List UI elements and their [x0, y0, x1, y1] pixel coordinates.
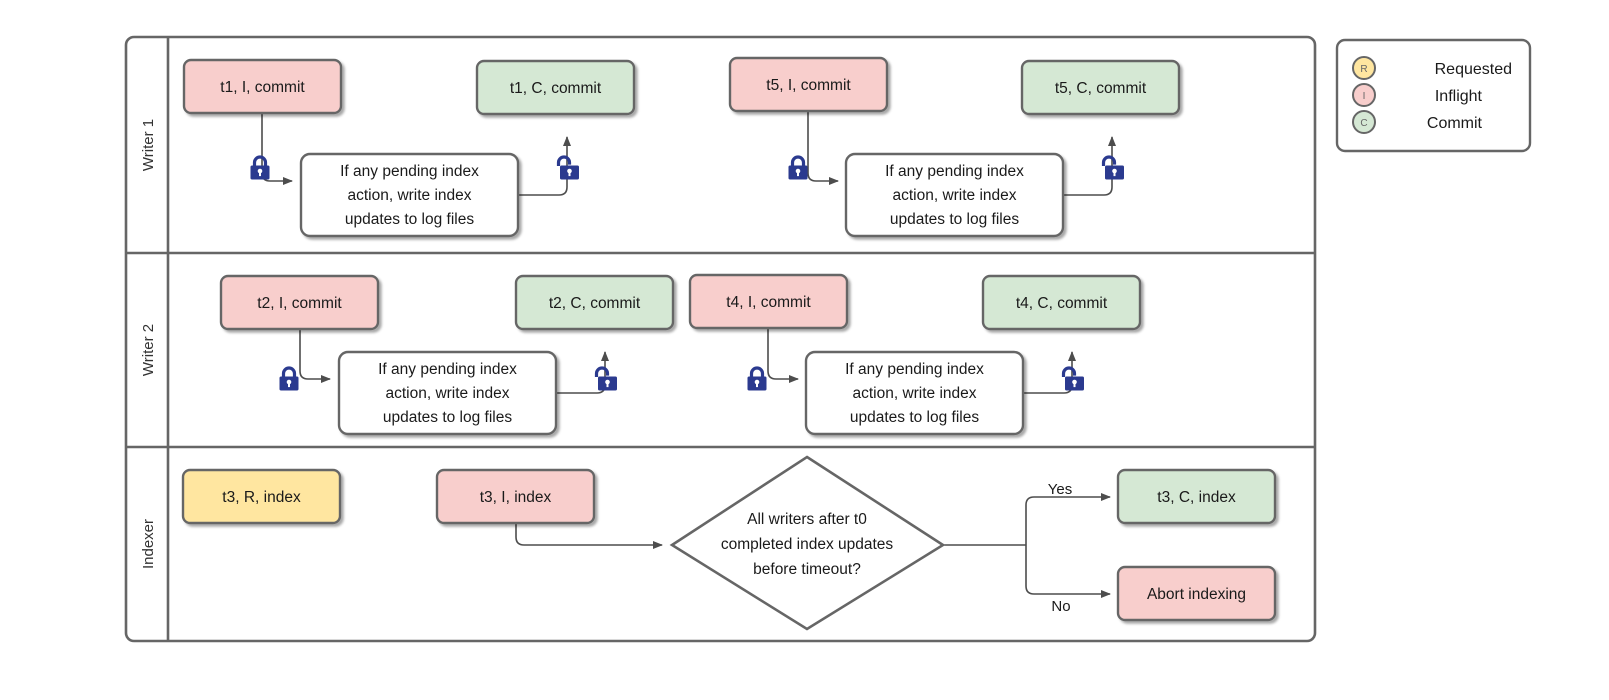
lane-label-indexer: Indexer: [140, 519, 157, 569]
node-label: Abort indexing: [1147, 586, 1246, 603]
process-line-1: If any pending index: [845, 361, 984, 378]
node-w1-t5-inflight[interactable]: t5, I, commit: [728, 56, 889, 113]
node-w1-t5-commit[interactable]: t5, C, commit: [1020, 59, 1181, 116]
node-w1-t1-commit[interactable]: t1, C, commit: [475, 59, 636, 116]
legend-badge-letter: C: [1360, 118, 1367, 129]
lane-label-writer-1: Writer 1: [140, 119, 157, 171]
node-label: t4, I, commit: [726, 294, 811, 311]
node-label: t4, C, commit: [1016, 295, 1108, 312]
node-label: t5, C, commit: [1055, 80, 1147, 97]
writer1-edges-right: [807, 110, 1116, 196]
legend-badge-letter: R: [1360, 64, 1367, 75]
node-label: t5, I, commit: [766, 77, 851, 94]
edge-label-no: No: [1051, 598, 1070, 615]
process-line-2: action, write index: [852, 385, 976, 402]
process-line-1: If any pending index: [378, 361, 517, 378]
legend-item-inflight: I Inflight: [1352, 83, 1483, 107]
process-line-2: action, write index: [347, 187, 471, 204]
node-w1-process-2[interactable]: If any pending index action, write index…: [844, 152, 1065, 238]
legend-item-commit: C Commit: [1352, 110, 1483, 134]
decision-line-3: before timeout?: [753, 561, 861, 578]
node-label: t2, I, commit: [257, 295, 342, 312]
process-line-2: action, write index: [385, 385, 509, 402]
process-line-3: updates to log files: [345, 211, 475, 228]
process-line-1: If any pending index: [340, 163, 479, 180]
process-line-3: updates to log files: [890, 211, 1020, 228]
node-label: t2, C, commit: [549, 295, 641, 312]
legend-label-requested: Requested: [1435, 61, 1512, 78]
node-label: t3, R, index: [222, 489, 301, 506]
node-label: t1, I, commit: [220, 79, 305, 96]
writer2-edges: [299, 327, 1076, 394]
node-w1-process-1[interactable]: If any pending index action, write index…: [299, 152, 520, 238]
node-w2-t4-inflight[interactable]: t4, I, commit: [688, 273, 849, 330]
process-line-1: If any pending index: [885, 163, 1024, 180]
process-line-2: action, write index: [892, 187, 1016, 204]
node-w2-process-1[interactable]: If any pending index action, write index…: [337, 350, 558, 436]
indexer-edges: Yes No: [515, 481, 1111, 615]
legend-label-inflight: Inflight: [1435, 88, 1483, 105]
node-label: t3, C, index: [1157, 489, 1236, 506]
legend-badge-letter: I: [1363, 91, 1366, 102]
node-ix-decision[interactable]: All writers after t0 completed index upd…: [669, 455, 946, 631]
lane-label-writer-2: Writer 2: [140, 324, 157, 376]
node-label: t3, I, index: [480, 489, 552, 506]
node-ix-t3-inflight[interactable]: t3, I, index: [435, 468, 596, 525]
node-ix-t3-commit[interactable]: t3, C, index: [1116, 468, 1277, 525]
node-w1-t1-inflight[interactable]: t1, I, commit: [182, 58, 343, 115]
node-w2-t4-commit[interactable]: t4, C, commit: [981, 274, 1142, 331]
node-w2-t2-commit[interactable]: t2, C, commit: [514, 274, 675, 331]
node-w2-process-2[interactable]: If any pending index action, write index…: [804, 350, 1025, 436]
decision-line-1: All writers after t0: [747, 511, 867, 528]
decision-line-2: completed index updates: [721, 536, 894, 553]
node-w2-t2-inflight[interactable]: t2, I, commit: [219, 274, 380, 331]
node-ix-t3-requested[interactable]: t3, R, index: [181, 468, 342, 525]
process-line-3: updates to log files: [850, 409, 980, 426]
legend-label-commit: Commit: [1427, 115, 1483, 132]
node-ix-abort[interactable]: Abort indexing: [1116, 565, 1277, 622]
edge-label-yes: Yes: [1048, 481, 1072, 498]
node-label: t1, C, commit: [510, 80, 602, 97]
legend-item-requested: R Requested: [1352, 56, 1512, 80]
process-line-3: updates to log files: [383, 409, 513, 426]
lane-header-writer-1: Writer 1: [140, 119, 157, 171]
lane-header-writer-2: Writer 2: [140, 324, 157, 376]
lane-header-indexer: Indexer: [140, 519, 157, 569]
legend: R Requested I Inflight C Commit: [1335, 38, 1532, 153]
